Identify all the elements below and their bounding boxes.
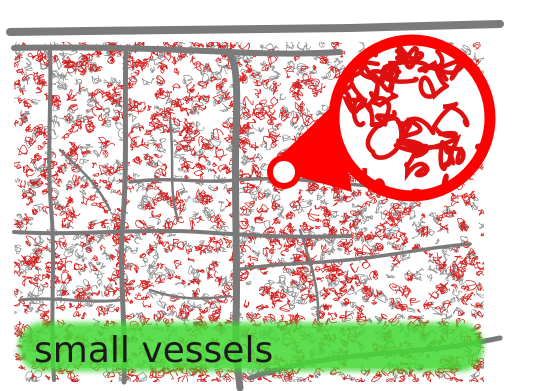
top-vessel — [10, 24, 500, 32]
small-vessels-label: small vessels — [34, 330, 273, 371]
